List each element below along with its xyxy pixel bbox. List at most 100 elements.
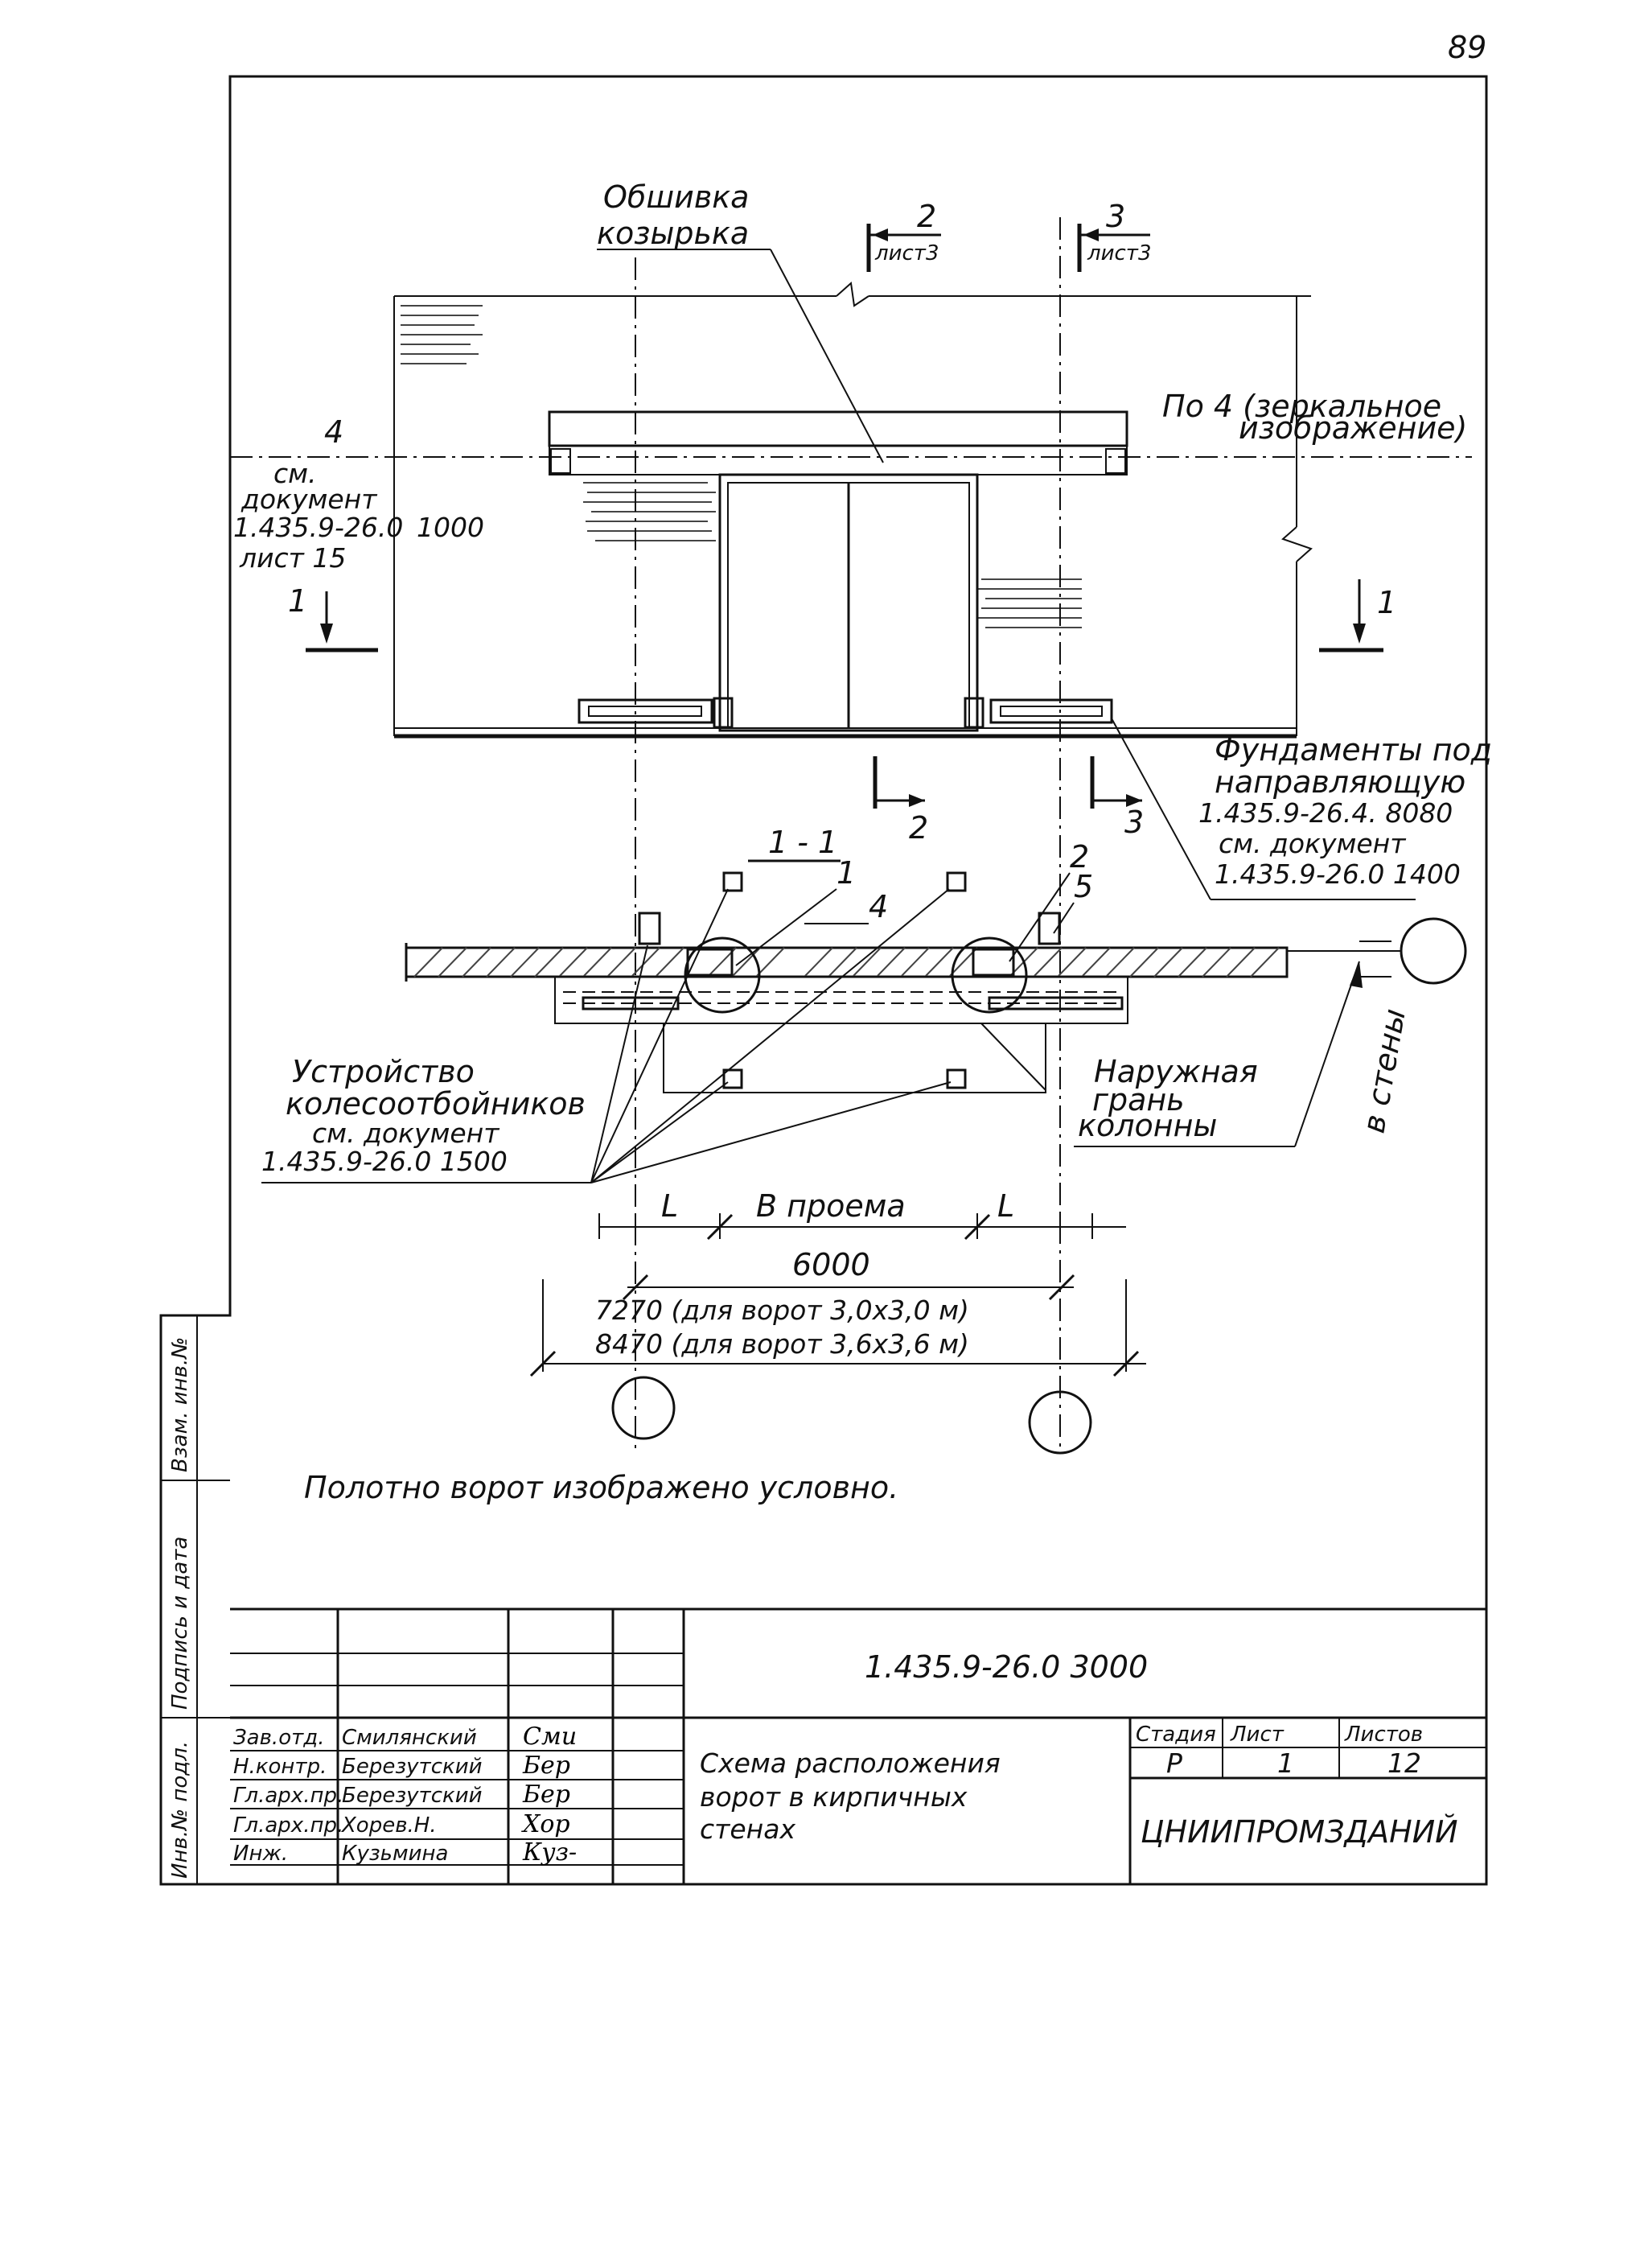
gate-post-right bbox=[964, 697, 984, 729]
break-mark-right bbox=[1281, 526, 1313, 562]
foundations-note-2: направляющую bbox=[1215, 764, 1465, 800]
foundations-leader bbox=[1111, 718, 1211, 900]
bump-device-4: 1.435.9-26.0 1500 bbox=[261, 1146, 508, 1177]
stamp-signature-date: Подпись и дата bbox=[168, 1537, 192, 1710]
canopy-end-right bbox=[1105, 448, 1126, 474]
plan-wall-hatching bbox=[413, 947, 1280, 978]
callout-2-leader bbox=[1009, 872, 1071, 962]
brick-shading-middle bbox=[583, 482, 716, 541]
title-sheet-count: 12 bbox=[1387, 1747, 1421, 1779]
height-dimension: 1000 bbox=[417, 512, 484, 543]
brick-shading-top-left bbox=[401, 305, 483, 364]
gate-leaf-note: Полотно ворот изображено условно. bbox=[304, 1470, 898, 1505]
cladding-label-2: козырька bbox=[597, 216, 749, 251]
plan-gate-pit bbox=[663, 1023, 1046, 1093]
title-block bbox=[230, 1607, 1486, 1884]
guide-rail-right-inner bbox=[1000, 706, 1103, 717]
foundations-note-1: Фундаменты под bbox=[1215, 732, 1492, 768]
plan-column-right bbox=[972, 948, 1015, 977]
section1-left-label: 1 bbox=[288, 583, 307, 619]
guide-rail-left bbox=[578, 698, 713, 724]
stamp-replaced-inv: Взам. инв.№ bbox=[168, 1337, 192, 1472]
title-sheet-name-2: ворот в кирпичных bbox=[700, 1781, 968, 1813]
bump-device-3: см. документ bbox=[312, 1118, 500, 1149]
section-mark-2: 2 лист3 bbox=[866, 199, 941, 272]
section2-sheet: лист3 bbox=[874, 241, 939, 265]
guide-rail-left-inner bbox=[588, 706, 702, 717]
mirror-note-1: По 4 (зеркальное bbox=[1162, 389, 1441, 424]
cut-mark-3: 3 bbox=[1090, 756, 1144, 840]
section-mark-3: 3 лист3 bbox=[1077, 199, 1152, 272]
title-sheet-number: 1 bbox=[1277, 1747, 1294, 1779]
bump-device-2: колесоотбойников bbox=[286, 1086, 586, 1122]
bump-block-3 bbox=[722, 871, 743, 892]
title-stage-header: Стадия bbox=[1136, 1723, 1216, 1747]
name-5: Кузьмина bbox=[342, 1842, 448, 1866]
plan-section-title: 1 - 1 bbox=[768, 825, 837, 860]
bump-block-2 bbox=[1038, 912, 1061, 945]
name-4: Хорев.Н. bbox=[340, 1813, 437, 1838]
role-chief-architect-2: Гл.арх.пр. bbox=[233, 1813, 343, 1838]
axis-bubble-left bbox=[611, 1376, 676, 1440]
node4-ref-4: лист 15 bbox=[239, 542, 346, 574]
role-engineer: Инж. bbox=[233, 1842, 288, 1866]
bump-device-leaders bbox=[590, 888, 952, 1183]
plan-guide-right bbox=[988, 996, 1124, 1011]
signature-3: Бер bbox=[522, 1780, 570, 1809]
dim-7270: 7270 (для ворот 3,0х3,0 м) bbox=[595, 1295, 969, 1326]
title-sheet-name-1: Схема расположения bbox=[700, 1747, 1001, 1779]
guide-rail-right bbox=[989, 698, 1113, 724]
dim-6000: 6000 bbox=[792, 1247, 870, 1282]
side-stamp: Инв.№ подл. Подпись и дата Взам. инв.№ bbox=[159, 1315, 230, 1884]
bump-block-4 bbox=[946, 871, 967, 892]
section3-sheet: лист3 bbox=[1087, 241, 1152, 265]
foundations-note-4: см. документ bbox=[1219, 828, 1407, 859]
callout-1-leader bbox=[735, 888, 837, 966]
wall-thickness-label: в стены bbox=[1356, 1006, 1412, 1136]
node-circle-1 bbox=[684, 936, 761, 1014]
cladding-label-1: Обшивка bbox=[603, 179, 749, 215]
bump-device-1: Устройство bbox=[292, 1054, 475, 1089]
foundations-note-3: 1.435.9-26.4. 8080 bbox=[1198, 797, 1453, 829]
title-sheet-header: Лист bbox=[1230, 1723, 1285, 1747]
plan-pit-bevel bbox=[980, 1023, 1046, 1091]
cut2-label: 2 bbox=[909, 810, 928, 846]
signature-2: Бер bbox=[522, 1751, 570, 1780]
callout-1: 1 bbox=[836, 855, 856, 891]
cut-mark-2: 2 bbox=[873, 756, 928, 846]
name-2: Березутский bbox=[342, 1755, 482, 1779]
bump-block-5 bbox=[722, 1068, 743, 1089]
signature-1: Сми bbox=[523, 1723, 577, 1751]
name-3: Березутский bbox=[342, 1784, 482, 1808]
role-norm-control: Н.контр. bbox=[233, 1755, 327, 1779]
canopy-end-left bbox=[550, 448, 571, 474]
dim-opening: В проема bbox=[756, 1188, 906, 1224]
role-chief-architect-1: Гл.арх.пр. bbox=[233, 1784, 343, 1808]
signature-5: Куз- bbox=[522, 1838, 577, 1867]
callout-5: 5 bbox=[1074, 869, 1093, 904]
gate-opening bbox=[718, 473, 979, 732]
sheet-frame bbox=[159, 75, 1488, 1886]
brick-shading-right bbox=[977, 578, 1082, 628]
node4-ref-2: документ bbox=[240, 484, 378, 515]
dim-L-left: L bbox=[661, 1188, 678, 1224]
role-head: Зав.отд. bbox=[233, 1726, 324, 1750]
dim-L-right: L bbox=[997, 1188, 1014, 1224]
node4-ref-1: см. bbox=[273, 458, 317, 489]
break-mark-top bbox=[836, 282, 869, 307]
page-number: 89 bbox=[1448, 30, 1486, 65]
callout-5-leader bbox=[1053, 902, 1075, 934]
elevation-view: Обшивка козырька 2 лист3 3 лист3 По 4 (з… bbox=[230, 179, 1492, 1452]
foundations-note-5: 1.435.9-26.0 1400 bbox=[1215, 858, 1461, 890]
plan-column-left bbox=[686, 948, 734, 977]
plan-rail-zone bbox=[554, 976, 1128, 1024]
section3-number: 3 bbox=[1106, 199, 1125, 234]
plan-guide-left bbox=[582, 996, 680, 1011]
title-sheet-name-3: стенах bbox=[700, 1813, 795, 1845]
title-sheets-header: Листов bbox=[1344, 1723, 1423, 1747]
node4-ref-3: 1.435.9-26.0 bbox=[233, 512, 403, 543]
outer-face-1: Наружная bbox=[1094, 1054, 1258, 1089]
signature-4: Хор bbox=[521, 1810, 570, 1838]
